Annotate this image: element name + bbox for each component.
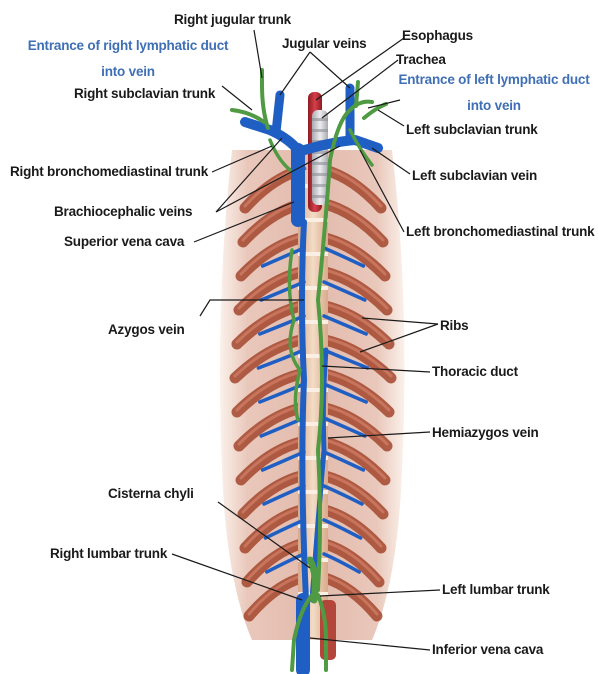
right-jugular-vein — [276, 95, 280, 132]
label-ribs: Ribs — [440, 318, 468, 334]
leader-jugular-veins-b — [310, 52, 350, 88]
trachea-ring — [312, 184, 328, 187]
trachea-shape — [312, 110, 328, 205]
leader-right-subclavian — [222, 86, 252, 110]
label-jugular-veins: Jugular veins — [282, 36, 366, 52]
label-left-bronchomediastinal-trunk: Left bronchomediastinal trunk — [406, 224, 594, 240]
label-left-subclavian-trunk: Left subclavian trunk — [406, 122, 538, 138]
label-left-subclavian-vein: Left subclavian vein — [412, 168, 537, 184]
label-azygos-vein: Azygos vein — [108, 322, 185, 338]
label-right-bronchomediastinal-trunk: Right bronchomediastinal trunk — [10, 164, 208, 180]
left-jugular-trunk-shape — [356, 82, 358, 106]
label-superior-vena-cava: Superior vena cava — [64, 234, 184, 250]
label-right-lumbar-trunk: Right lumbar trunk — [50, 546, 167, 562]
trachea-ring — [312, 162, 328, 165]
leader-right-jugular-trunk — [254, 30, 262, 78]
label-left-lumbar-trunk: Left lumbar trunk — [442, 582, 550, 598]
label-inferior-vena-cava: Inferior vena cava — [432, 642, 543, 658]
label-entrance-left-line1: Entrance of left lymphatic duct — [394, 72, 594, 88]
label-entrance-right-line1: Entrance of right lymphatic duct — [26, 38, 230, 54]
label-entrance-right-line2: into vein — [26, 64, 230, 80]
trachea-ring — [312, 173, 328, 176]
label-trachea: Trachea — [396, 52, 446, 68]
label-right-jugular-trunk: Right jugular trunk — [174, 12, 291, 28]
label-esophagus: Esophagus — [402, 28, 473, 44]
label-right-subclavian-trunk: Right subclavian trunk — [74, 86, 215, 102]
leader-jugular-veins-a — [280, 52, 310, 95]
label-thoracic-duct: Thoracic duct — [432, 364, 518, 380]
label-hemiazygos-vein: Hemiazygos vein — [432, 425, 539, 441]
label-cisterna-chyli: Cisterna chyli — [108, 486, 194, 502]
trachea-ring — [312, 118, 328, 121]
trachea-ring — [312, 129, 328, 132]
label-entrance-left-line2: into vein — [394, 98, 594, 114]
label-brachiocephalic-veins: Brachiocephalic veins — [54, 204, 192, 220]
